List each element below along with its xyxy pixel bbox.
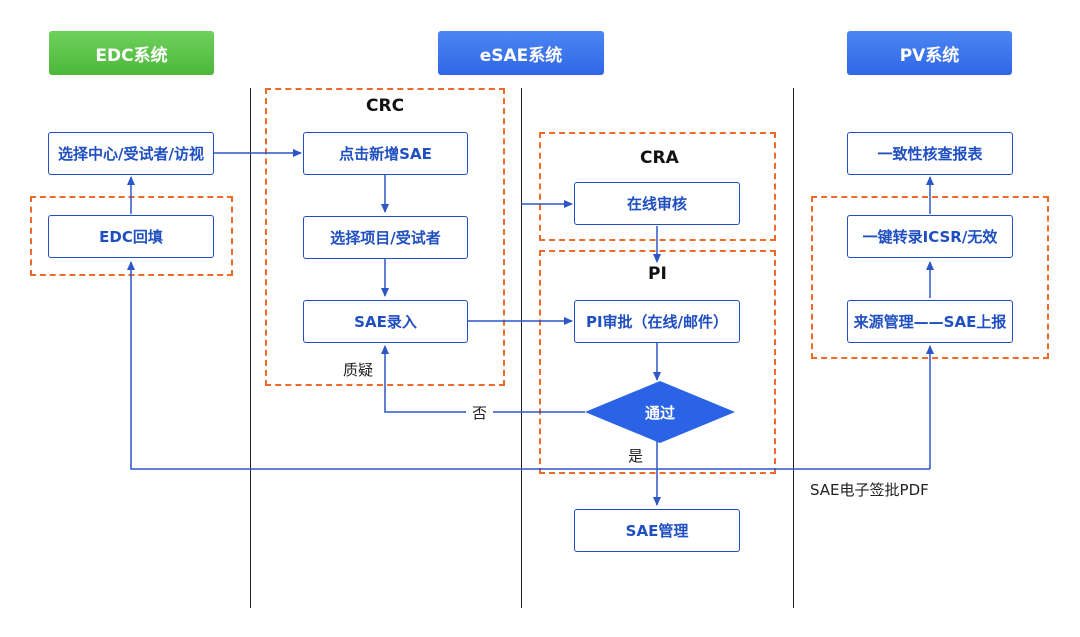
lane-divider-1 — [250, 88, 251, 608]
esae-system-header: eSAE系统 — [438, 31, 604, 75]
no-edge-label: 否 — [466, 402, 494, 423]
arrow-pdf-to-edc-fill — [127, 261, 930, 470]
lane-divider-3 — [793, 88, 794, 608]
edc-system-header: EDC系统 — [49, 31, 214, 75]
crc-group-label: CRC — [366, 96, 405, 116]
pv-system-header: PV系统 — [847, 31, 1012, 75]
query-edge-label: 质疑 — [343, 361, 374, 379]
source-manage-node: 来源管理——SAE上报 — [847, 300, 1013, 343]
pass-decision-diamond — [585, 381, 735, 443]
cra-group-label: CRA — [640, 148, 679, 168]
pi-group-label: PI — [648, 264, 667, 284]
select-project-node: 选择项目/受试者 — [303, 216, 468, 259]
sae-entry-node: SAE录入 — [303, 300, 468, 343]
sae-pdf-edge-label: SAE电子签批PDF — [810, 481, 929, 499]
consistency-report-node: 一致性核查报表 — [847, 132, 1013, 175]
edc-fill-node: EDC回填 — [48, 215, 214, 258]
pi-approval-node: PI审批（在线/邮件） — [574, 300, 740, 343]
lane-divider-2 — [521, 88, 522, 608]
pass-decision-label: 通过 — [644, 403, 675, 422]
icsr-transcribe-node: 一键转录ICSR/无效 — [847, 215, 1013, 258]
sae-manage-node: SAE管理 — [574, 509, 740, 552]
new-sae-node: 点击新增SAE — [303, 132, 468, 175]
online-review-node: 在线审核 — [574, 182, 740, 225]
select-center-node: 选择中心/受试者/访视 — [48, 132, 214, 175]
arrow-no-to-sae-entry — [381, 345, 585, 413]
yes-edge-label: 是 — [628, 447, 644, 465]
